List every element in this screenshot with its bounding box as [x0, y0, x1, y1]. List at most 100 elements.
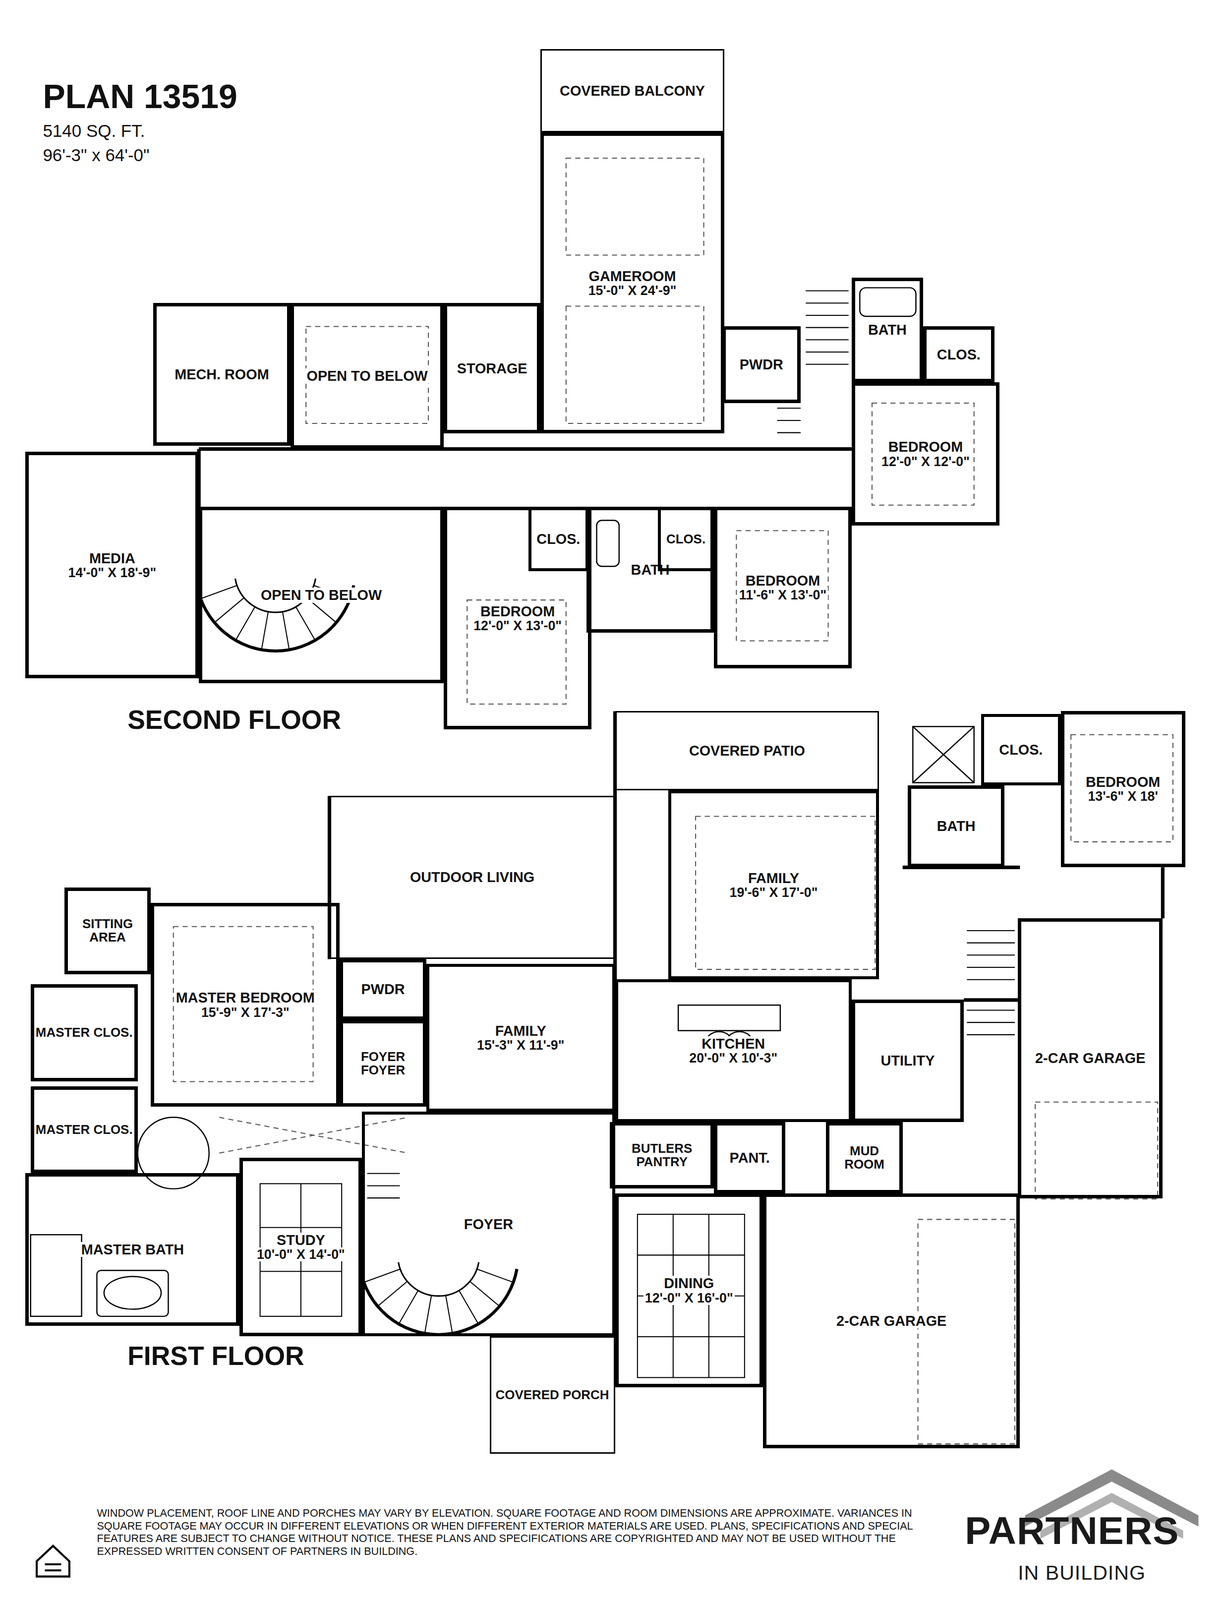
room-box: MEDIA14'-0" X 18'-9": [25, 451, 199, 679]
room-dimension: 14'-0" X 18'-9": [66, 565, 158, 580]
room-name: PWDR: [359, 981, 407, 997]
room-box: DINING12'-0" X 16'-0": [615, 1193, 763, 1388]
room-box: KITCHEN20'-0" X 10'-3": [615, 979, 852, 1122]
room-name: BUTLERS PANTRY: [613, 1141, 711, 1169]
room-box: COVERED PORCH: [489, 1336, 616, 1454]
room-box: 2-CAR GARAGE: [1017, 918, 1163, 1199]
room-box: COVERED PATIO: [615, 710, 880, 791]
room-box: FOYER FOYER: [339, 1019, 427, 1107]
plan-label: SECOND FLOOR: [127, 703, 342, 736]
room-name: MECH. ROOM: [173, 366, 271, 382]
room-name: CLOS.: [997, 742, 1045, 758]
room-box: OPEN TO BELOW: [198, 506, 444, 684]
disclaimer-note: WINDOW PLACEMENT, ROOF LINE AND PORCHES …: [96, 1506, 934, 1559]
stairs: [196, 291, 1015, 1335]
logo-text: PARTNERS: [964, 1507, 1179, 1555]
room-box: STUDY10'-0" X 14'-0": [239, 1157, 362, 1337]
room-name: MEDIA: [87, 550, 137, 566]
room-box: 2-CAR GARAGE: [762, 1193, 1020, 1449]
room-box: OPEN TO BELOW: [290, 302, 444, 449]
room-box: SITTING AREA: [64, 887, 152, 975]
room-box: BATH: [907, 785, 1005, 868]
room-name: BEDROOM: [1084, 774, 1162, 790]
room-name: FAMILY: [493, 1023, 548, 1039]
room-box: MUD ROOM: [825, 1121, 903, 1194]
room-name: SITTING AREA: [67, 917, 148, 944]
room-box: UTILITY: [851, 999, 964, 1122]
room-name: OPEN TO BELOW: [259, 587, 384, 603]
room-name: BATH: [935, 818, 978, 834]
room-name: CLOS.: [664, 532, 707, 546]
room-box: STORAGE: [443, 302, 541, 434]
plan-label: 5140 SQ. FT.: [42, 120, 145, 142]
ceiling-outlines: [173, 158, 1173, 1444]
logo-text: IN BUILDING: [1017, 1560, 1146, 1585]
room-name: STORAGE: [455, 360, 529, 376]
room-name: MUD ROOM: [829, 1144, 899, 1171]
room-name: FAMILY: [746, 870, 801, 886]
room-name: OPEN TO BELOW: [304, 368, 429, 384]
room-box: FOYER: [361, 1111, 615, 1337]
plan-title: PLAN 13519: [42, 77, 237, 116]
room-box: MASTER CLOS.: [30, 1086, 138, 1173]
room-name: MASTER CLOS.: [34, 1122, 135, 1137]
room-box: BUTLERS PANTRY: [609, 1121, 714, 1189]
room-name: FOYER FOYER: [343, 1050, 423, 1077]
room-box: BEDROOM13'-6" X 18': [1060, 710, 1186, 868]
room-name: COVERED PORCH: [494, 1388, 611, 1402]
room-box: BEDROOM12'-0" X 12'-0": [851, 382, 1000, 526]
room-dimension: 15'-0" X 24'-9": [586, 283, 679, 298]
room-box: FAMILY15'-3" X 11'-9": [426, 963, 616, 1112]
room-box: PWDR: [339, 958, 427, 1020]
room-box: MASTER BEDROOM15'-9" X 17'-3": [150, 902, 340, 1107]
room-name: BEDROOM: [886, 439, 965, 455]
room-name: BEDROOM: [478, 603, 557, 619]
plan-label: 96'-3" x 64'-0": [42, 144, 150, 166]
room-name: MASTER BATH: [79, 1241, 186, 1257]
room-dimension: 12'-0" X 16'-0": [643, 1290, 735, 1305]
fixtures: [30, 287, 975, 1317]
room-box: COVERED BALCONY: [540, 49, 724, 133]
room-name: OUTDOOR LIVING: [408, 869, 536, 885]
room-name: PANT.: [728, 1150, 772, 1166]
room-box: FAMILY19'-6" X 17'-0": [668, 790, 880, 980]
room-dimension: 10'-0" X 14'-0": [255, 1247, 347, 1262]
room-name: CLOS.: [534, 531, 582, 547]
room-dimension: 20'-0" X 10'-3": [687, 1051, 779, 1065]
room-box: BATH: [851, 277, 924, 383]
room-box: OUTDOOR LIVING: [329, 795, 616, 959]
room-dimension: 15'-3" X 11'-9": [475, 1038, 566, 1053]
room-name: STUDY: [275, 1232, 327, 1248]
room-name: MASTER CLOS.: [34, 1025, 135, 1040]
room-name: KITCHEN: [700, 1036, 767, 1052]
room-name: 2-CAR GARAGE: [834, 1313, 948, 1329]
room-name: UTILITY: [879, 1052, 937, 1068]
room-box: CLOS.: [981, 713, 1061, 786]
room-name: BEDROOM: [744, 573, 822, 588]
room-name: FOYER: [462, 1216, 515, 1232]
room-box: PWDR: [722, 326, 801, 403]
room-box: MASTER BATH: [25, 1172, 240, 1327]
room-dimension: 12'-0" X 12'-0": [879, 454, 972, 469]
room-dimension: 15'-9" X 17'-3": [199, 1005, 292, 1020]
room-name: COVERED BALCONY: [558, 83, 707, 99]
room-name: GAMEROOM: [587, 268, 678, 284]
room-box: MASTER CLOS.: [30, 984, 138, 1081]
room-name: BATH: [866, 322, 909, 338]
room-box: BEDROOM11'-6" X 13'-0": [713, 506, 852, 668]
room-name: CLOS.: [935, 347, 983, 362]
room-dimension: 11'-6" X 13'-0": [737, 587, 828, 602]
room-name: COVERED PATIO: [687, 743, 807, 759]
room-box: CLOS.: [528, 506, 589, 572]
room-box: GAMEROOM15'-0" X 24'-9": [540, 132, 724, 434]
room-name: 2-CAR GARAGE: [1033, 1050, 1147, 1066]
room-name: PWDR: [738, 356, 785, 372]
room-box: PANT.: [713, 1121, 786, 1194]
room-dimension: 13'-6" X 18': [1086, 789, 1160, 804]
room-name: DINING: [662, 1275, 716, 1291]
logo: [36, 1469, 1199, 1577]
room-dimension: 12'-0" X 13'-0": [471, 618, 564, 633]
room-box: CLOS.: [657, 506, 714, 572]
room-name: MASTER BEDROOM: [174, 990, 317, 1005]
